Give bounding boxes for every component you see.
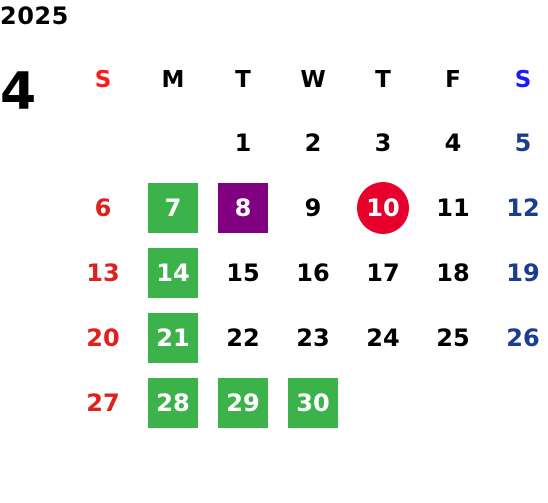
day-cell[interactable]: 22 <box>208 305 278 370</box>
empty-cell <box>138 110 208 175</box>
day-cell[interactable]: 8 <box>208 175 278 240</box>
day-number: 1 <box>234 128 252 157</box>
day-cell[interactable]: 21 <box>138 305 208 370</box>
day-number: 3 <box>374 128 392 157</box>
day-cell[interactable]: 4 <box>418 110 488 175</box>
month-label: 4 <box>0 62 37 122</box>
green-day-marker <box>218 377 268 428</box>
day-cell[interactable]: 5 <box>488 110 548 175</box>
day-cell[interactable]: 27 <box>68 370 138 435</box>
day-cell[interactable]: 29 <box>208 370 278 435</box>
day-cell[interactable]: 9 <box>278 175 348 240</box>
day-number: 17 <box>366 258 400 287</box>
weekday-header: S <box>94 66 112 93</box>
year-label: 2025 <box>0 2 69 30</box>
day-number: 2 <box>304 128 322 157</box>
day-number: 20 <box>86 323 120 352</box>
empty-cell <box>488 370 548 435</box>
day-cell[interactable]: 15 <box>208 240 278 305</box>
day-cell[interactable]: 1 <box>208 110 278 175</box>
day-number: 4 <box>444 128 462 157</box>
empty-cell <box>348 370 418 435</box>
green-day-marker <box>148 312 198 363</box>
today-circle-marker <box>357 181 409 234</box>
empty-cell <box>68 110 138 175</box>
day-cell[interactable]: 7 <box>138 175 208 240</box>
weekday-header: S <box>514 66 532 93</box>
day-number: 18 <box>436 258 470 287</box>
day-cell[interactable]: 16 <box>278 240 348 305</box>
green-day-marker <box>148 247 198 298</box>
day-cell[interactable]: 28 <box>138 370 208 435</box>
day-cell[interactable]: 26 <box>488 305 548 370</box>
day-cell[interactable]: 17 <box>348 240 418 305</box>
day-cell[interactable]: 12 <box>488 175 548 240</box>
day-cell[interactable]: 14 <box>138 240 208 305</box>
day-number: 26 <box>506 323 540 352</box>
day-number: 29 <box>226 388 260 417</box>
weekday-header: T <box>375 66 391 93</box>
day-number: 27 <box>86 388 120 417</box>
day-number: 11 <box>436 193 470 222</box>
day-number: 24 <box>366 323 400 352</box>
day-number: 30 <box>296 388 330 417</box>
day-number: 14 <box>156 258 190 287</box>
day-number: 19 <box>506 258 540 287</box>
purple-day-marker <box>218 182 268 233</box>
day-number: 15 <box>226 258 260 287</box>
day-cell[interactable]: 30 <box>278 370 348 435</box>
day-cell[interactable]: 19 <box>488 240 548 305</box>
weekday-header: F <box>445 66 461 93</box>
day-number: 28 <box>156 388 190 417</box>
day-number: 13 <box>86 258 120 287</box>
day-cell[interactable]: 2 <box>278 110 348 175</box>
green-day-marker <box>148 377 198 428</box>
weekday-header: W <box>300 66 326 93</box>
day-number: 5 <box>514 128 532 157</box>
day-cell[interactable]: 11 <box>418 175 488 240</box>
day-cell[interactable]: 13 <box>68 240 138 305</box>
weekday-header: M <box>161 66 185 93</box>
day-cell[interactable]: 3 <box>348 110 418 175</box>
day-cell[interactable]: 23 <box>278 305 348 370</box>
day-number: 8 <box>234 193 252 222</box>
day-cell[interactable]: 24 <box>348 305 418 370</box>
green-day-marker <box>148 182 198 233</box>
day-cell[interactable]: 18 <box>418 240 488 305</box>
day-number: 10 <box>366 193 400 222</box>
day-number: 16 <box>296 258 330 287</box>
day-number: 21 <box>156 323 190 352</box>
day-number: 22 <box>226 323 260 352</box>
day-number: 25 <box>436 323 470 352</box>
day-cell[interactable]: 10 <box>348 175 418 240</box>
day-number: 9 <box>304 193 322 222</box>
day-cell[interactable]: 25 <box>418 305 488 370</box>
green-day-marker <box>288 377 338 428</box>
day-number: 23 <box>296 323 330 352</box>
day-cell[interactable]: 20 <box>68 305 138 370</box>
day-cell[interactable]: 6 <box>68 175 138 240</box>
day-number: 12 <box>506 193 540 222</box>
weekday-header: T <box>235 66 251 93</box>
day-number: 7 <box>164 193 182 222</box>
empty-cell <box>418 370 488 435</box>
day-number: 6 <box>94 193 112 222</box>
